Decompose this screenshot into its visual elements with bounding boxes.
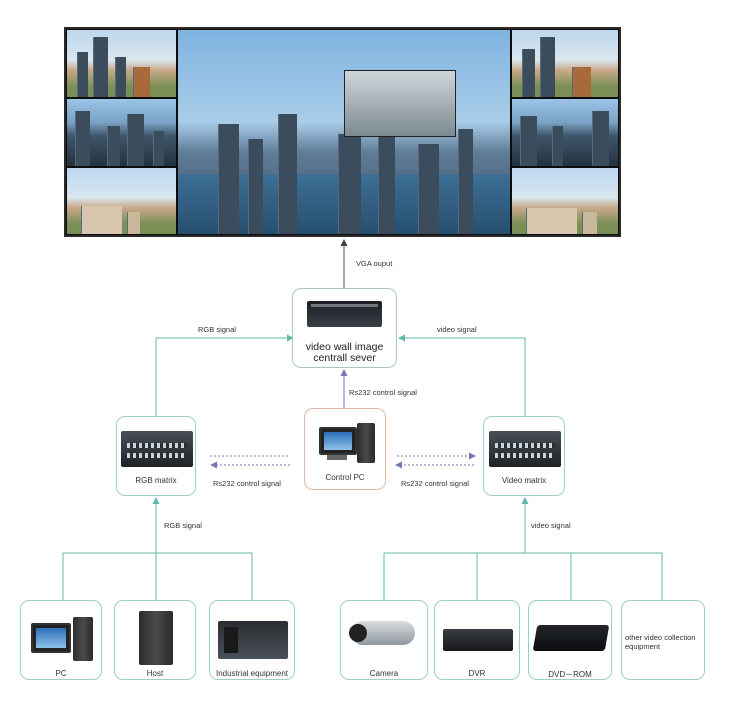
server-icon <box>307 301 382 327</box>
video-matrix-node: Video matrix <box>483 416 565 496</box>
central-server-node: video wall image centrall sever <box>292 288 397 368</box>
server-label-line2: centrall sever <box>313 352 376 364</box>
video-matrix-label: Video matrix <box>501 476 547 485</box>
wall-panel <box>66 29 177 98</box>
source-dvd-node: DVD－ROM <box>528 600 612 680</box>
source-pc-node: PC <box>20 600 102 680</box>
source-host-label: Host <box>146 669 164 678</box>
rgb-signal-top-label: RGB signal <box>198 325 236 334</box>
source-camera-label: Camera <box>369 669 399 678</box>
source-dvd-label: DVD－ROM <box>548 670 592 679</box>
source-industrial-label: Industrial equipment <box>215 669 289 678</box>
source-host-node: Host <box>114 600 196 680</box>
rgb-to-server-line <box>155 334 294 416</box>
monitor-icon <box>31 623 71 653</box>
control-pc-label: Control PC <box>325 473 365 482</box>
source-camera-node: Camera <box>340 600 428 680</box>
source-dvr-node: DVR <box>434 600 520 680</box>
wall-panel <box>511 98 619 167</box>
monitor-icon <box>319 427 357 455</box>
industrial-computer-icon <box>218 621 288 659</box>
video-signal-top-label: video signal <box>437 325 477 334</box>
rgb-matrix-node: RGB matrix <box>116 416 196 496</box>
camera-icon <box>349 621 415 645</box>
server-label-line1: video wall image <box>305 341 384 353</box>
source-other-node: other video collection equipment <box>621 600 705 680</box>
dvd-player-icon <box>532 625 610 651</box>
control-pc-node: Control PC <box>304 408 386 490</box>
rs232-server-label: Rs232 control signal <box>349 388 417 397</box>
matrix-icon <box>489 431 561 467</box>
source-dvr-label: DVR <box>468 669 486 678</box>
wall-center-image <box>177 29 511 235</box>
vga-output-label: VGA ouput <box>356 259 393 268</box>
source-other-label: other video collection equipment <box>625 633 696 651</box>
rs232-left-label: Rs232 control signal <box>213 479 281 488</box>
matrix-icon <box>121 431 193 467</box>
rgb-signal-bottom-label: RGB signal <box>164 521 202 530</box>
rs232-right-label: Rs232 control signal <box>401 479 469 488</box>
tower-icon <box>139 611 173 665</box>
video-to-server-line <box>398 334 526 416</box>
tower-icon <box>73 617 93 661</box>
wall-panel <box>66 167 177 235</box>
tower-icon <box>357 423 375 463</box>
rgb-matrix-label: RGB matrix <box>135 476 177 485</box>
wall-panel <box>511 167 619 235</box>
video-wall <box>64 27 621 237</box>
wall-panel <box>511 29 619 98</box>
video-signal-bottom-label: video signal <box>531 521 571 530</box>
dvr-icon <box>443 629 513 651</box>
source-pc-label: PC <box>55 669 67 678</box>
wall-panel <box>66 98 177 167</box>
source-industrial-node: Industrial equipment <box>209 600 295 680</box>
